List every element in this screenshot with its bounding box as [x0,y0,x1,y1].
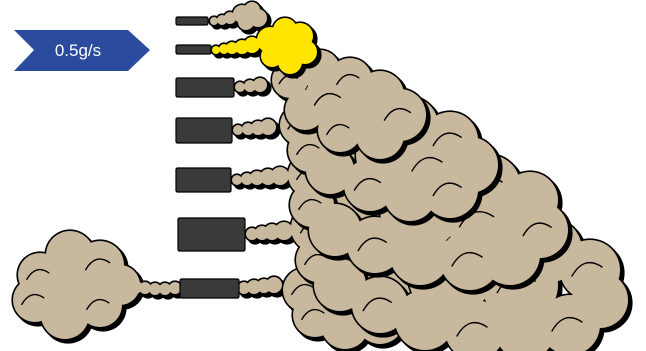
smoke-plume-1 [208,0,268,31]
emitter-1 [176,17,208,25]
emitter-4 [176,118,232,143]
rate-indicator-label: 0.5g/s [55,41,101,60]
rate-indicator: 0.5g/s [14,30,150,71]
emitter-6 [178,218,245,251]
emitters [176,17,245,298]
smoke-plume-left [11,229,182,340]
emitter-5 [176,168,231,192]
emitter-7 [180,279,239,298]
emitter-3 [176,78,234,97]
emitter-2 [176,45,211,54]
smoke-plume-3 [233,48,427,160]
